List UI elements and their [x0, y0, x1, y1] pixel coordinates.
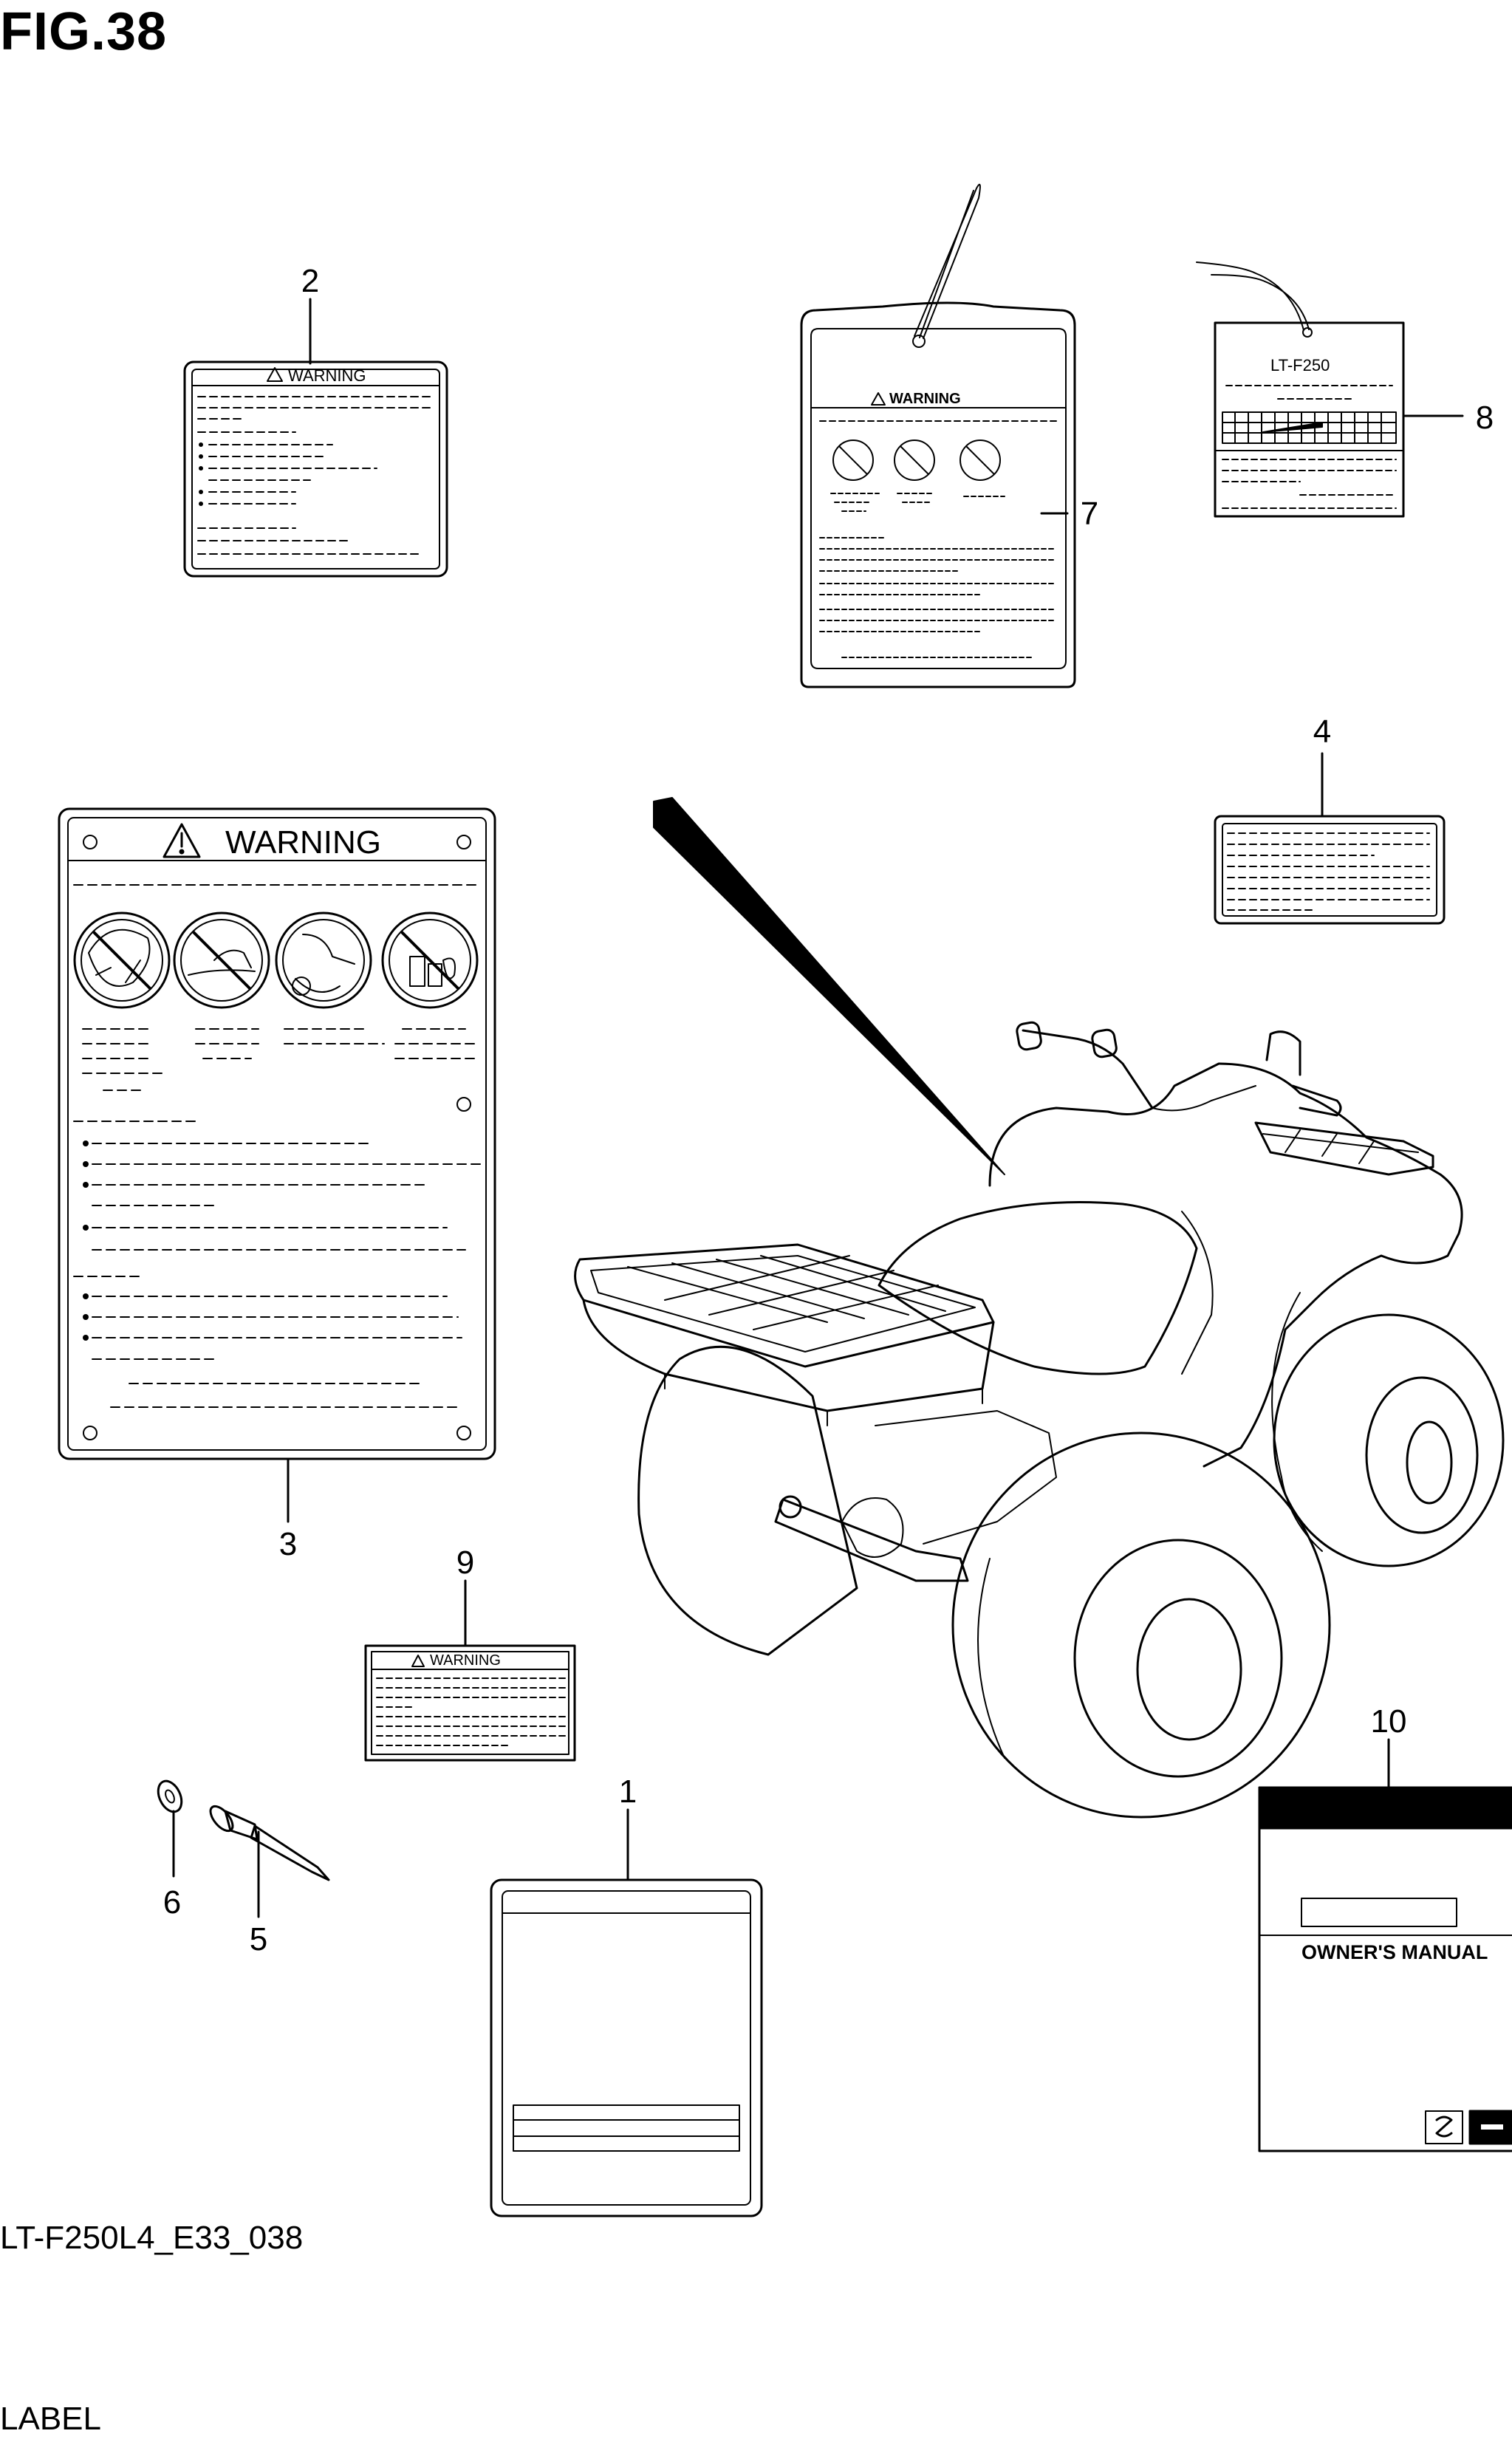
callout-7: 7 — [1081, 496, 1098, 532]
label-1-plate[interactable] — [490, 1878, 763, 2217]
label-9-warning-text: WARNING — [430, 1652, 501, 1669]
figure-title: FIG.38 — [0, 2, 168, 61]
part-6-washer[interactable] — [154, 1777, 186, 1816]
callout-10: 10 — [1371, 1703, 1407, 1740]
label-2-warning-text: WARNING — [288, 366, 366, 385]
callout-2: 2 — [301, 263, 319, 299]
figure-code: LT-F250L4_E33_038 — [0, 2220, 304, 2256]
callout-6: 6 — [163, 1884, 181, 1921]
label-3-warning-text: WARNING — [225, 824, 381, 861]
label-9-warning[interactable]: WARNING — [364, 1644, 576, 1762]
label-2-warning[interactable]: WARNING — [183, 360, 448, 578]
callout-8: 8 — [1476, 400, 1494, 436]
part-5-rivet[interactable] — [206, 1802, 330, 1881]
label-8-model-tag[interactable]: LT-F250 — [1196, 261, 1405, 518]
callout-5: 5 — [250, 1921, 267, 1957]
label-7-hang-tag[interactable]: WARNING — [800, 183, 1076, 688]
leader-lines — [172, 298, 1464, 1918]
callout-9: 9 — [456, 1545, 474, 1581]
manual-title: OWNER'S MANUAL — [1301, 1941, 1488, 1963]
part-10-owners-manual[interactable]: OWNER'S MANUAL — [1258, 1786, 1512, 2152]
label-3-large-warning[interactable]: WARNING — [58, 807, 496, 1460]
callout-1: 1 — [619, 1774, 637, 1810]
figure-caption: LABEL — [0, 2401, 101, 2437]
callout-4: 4 — [1313, 714, 1331, 750]
label-4-plate[interactable] — [1214, 815, 1446, 925]
atv-illustration — [574, 797, 1505, 1819]
label-7-warning-text: WARNING — [889, 391, 961, 407]
callout-3: 3 — [279, 1526, 297, 1562]
label-8-model-text: LT-F250 — [1270, 356, 1330, 374]
